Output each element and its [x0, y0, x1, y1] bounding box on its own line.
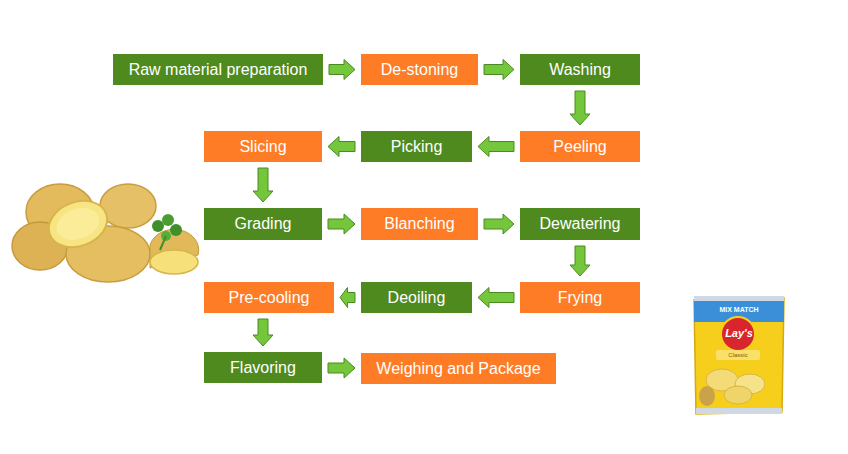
flow-arrow [484, 214, 514, 234]
step-label: Slicing [239, 138, 286, 156]
step-label: Dewatering [540, 215, 621, 233]
potato-illustration [12, 184, 199, 282]
flow-arrow [478, 288, 514, 308]
step-label: Picking [391, 138, 443, 156]
process-box: Pre-cooling [204, 282, 334, 313]
process-box: Picking [361, 131, 472, 162]
chips-bag-illustration [694, 296, 784, 414]
process-box: Flavoring [204, 352, 322, 383]
step-label: Deoiling [388, 289, 446, 307]
package-text: Classic [728, 352, 747, 358]
step-label: Weighing and Package [376, 360, 540, 378]
process-box: Peeling [520, 131, 640, 162]
step-label: Washing [549, 61, 611, 79]
process-box: Weighing and Package [361, 353, 556, 384]
step-label: Grading [235, 215, 292, 233]
package-text: Lay's [725, 328, 753, 339]
flow-arrow [328, 214, 355, 234]
flow-arrow [328, 358, 355, 378]
flow-arrow [253, 168, 273, 202]
flow-arrow [484, 60, 514, 80]
process-box: Dewatering [520, 208, 640, 240]
step-label: Pre-cooling [229, 289, 310, 307]
process-box: Raw material preparation [113, 54, 323, 85]
flow-arrow [570, 246, 590, 276]
flow-arrow [340, 288, 355, 308]
step-label: Peeling [553, 138, 606, 156]
step-label: Frying [558, 289, 602, 307]
step-label: De-stoning [381, 61, 458, 79]
step-label: Raw material preparation [129, 61, 308, 79]
process-box: Grading [204, 208, 322, 240]
flow-arrow [570, 91, 590, 125]
process-box: De-stoning [361, 54, 478, 85]
process-box: Frying [520, 282, 640, 313]
process-box: Washing [520, 54, 640, 85]
flow-arrow [478, 137, 514, 157]
step-label: Flavoring [230, 359, 296, 377]
process-box: Slicing [204, 131, 322, 162]
flow-arrow [253, 319, 273, 346]
package-text: MIX MATCH [719, 306, 758, 313]
process-box: Deoiling [361, 282, 472, 313]
flow-arrow [329, 60, 355, 80]
step-label: Blanching [384, 215, 454, 233]
flow-arrow [328, 137, 355, 157]
process-box: Blanching [361, 208, 478, 240]
